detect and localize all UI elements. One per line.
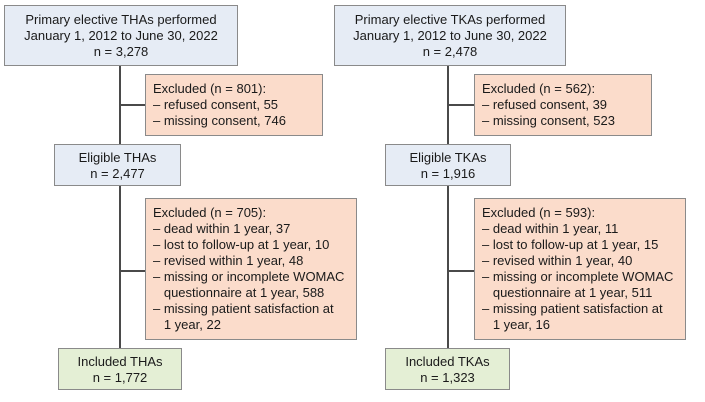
left-excluded-box-1: Excluded (n = 801): – refused consent, 5… bbox=[145, 74, 323, 136]
right-main-connector-2 bbox=[447, 186, 449, 348]
left-excluded1-line-2: – refused consent, 55 bbox=[153, 97, 279, 112]
left-start-line-1: Primary elective THAs performed bbox=[25, 12, 217, 27]
left-excluded2-line-5: – missing or incomplete WOMAC bbox=[153, 269, 345, 284]
right-excluded2-line-2: – dead within 1 year, 11 bbox=[482, 221, 619, 236]
right-excluded-box-2: Excluded (n = 593): – dead within 1 year… bbox=[474, 198, 686, 340]
left-start-line-3: n = 3,278 bbox=[93, 44, 149, 59]
left-excluded2-line-8: 1 year, 22 bbox=[153, 317, 221, 332]
left-eligible-line-1: Eligible THAs bbox=[78, 150, 157, 165]
left-excluded2-line-1: Excluded (n = 705): bbox=[153, 205, 267, 220]
left-excluded2-line-3: – lost to follow-up at 1 year, 10 bbox=[153, 237, 330, 252]
right-excluded2-line-1: Excluded (n = 593): bbox=[482, 205, 596, 220]
right-excluded2-line-7: – missing patient satisfaction at bbox=[482, 301, 663, 316]
right-excluded2-line-8: 1 year, 16 bbox=[482, 317, 550, 332]
right-included-box: Included TKAs n = 1,323 bbox=[385, 348, 510, 390]
right-excluded-box-1: Excluded (n = 562): – refused consent, 3… bbox=[474, 74, 652, 136]
right-excluded1-line-1: Excluded (n = 562): bbox=[482, 81, 596, 96]
left-eligible-box: Eligible THAs n = 2,477 bbox=[54, 144, 181, 186]
left-eligible-line-2: n = 2,477 bbox=[90, 166, 145, 181]
left-included-line-2: n = 1,772 bbox=[92, 370, 148, 385]
right-excluded1-line-3: – missing consent, 523 bbox=[482, 113, 615, 128]
left-excluded2-line-4: – revised within 1 year, 48 bbox=[153, 253, 304, 268]
right-excluded1-line-2: – refused consent, 39 bbox=[482, 97, 608, 112]
right-excluded2-line-4: – revised within 1 year, 40 bbox=[482, 253, 633, 268]
left-excluded-box-2: Excluded (n = 705): – dead within 1 year… bbox=[145, 198, 357, 340]
left-branch-connector-1 bbox=[119, 104, 145, 106]
left-branch-connector-2 bbox=[119, 270, 145, 272]
right-start-box: Primary elective TKAs performed January … bbox=[334, 5, 566, 66]
left-excluded2-line-7: – missing patient satisfaction at bbox=[153, 301, 334, 316]
right-included-line-1: Included TKAs bbox=[405, 354, 490, 369]
right-start-line-1: Primary elective TKAs performed bbox=[354, 12, 546, 27]
right-excluded2-line-6: questionnaire at 1 year, 511 bbox=[482, 285, 653, 300]
left-included-box: Included THAs n = 1,772 bbox=[58, 348, 182, 390]
left-excluded2-line-6: questionnaire at 1 year, 588 bbox=[153, 285, 325, 300]
left-excluded2-line-2: – dead within 1 year, 37 bbox=[153, 221, 291, 236]
right-excluded2-line-5: – missing or incomplete WOMAC bbox=[482, 269, 674, 284]
right-branch-connector-2 bbox=[447, 270, 474, 272]
left-start-box: Primary elective THAs performed January … bbox=[4, 5, 238, 66]
left-excluded1-line-1: Excluded (n = 801): bbox=[153, 81, 267, 96]
right-eligible-box: Eligible TKAs n = 1,916 bbox=[385, 144, 511, 186]
left-included-line-1: Included THAs bbox=[77, 354, 163, 369]
left-main-connector-2 bbox=[119, 186, 121, 348]
left-start-line-2: January 1, 2012 to June 30, 2022 bbox=[24, 28, 218, 43]
right-included-line-2: n = 1,323 bbox=[420, 370, 475, 385]
left-excluded1-line-3: – missing consent, 746 bbox=[153, 113, 286, 128]
right-excluded2-line-3: – lost to follow-up at 1 year, 15 bbox=[482, 237, 659, 252]
right-eligible-line-2: n = 1,916 bbox=[420, 166, 476, 181]
right-start-line-2: January 1, 2012 to June 30, 2022 bbox=[353, 28, 547, 43]
right-branch-connector-1 bbox=[447, 104, 474, 106]
right-eligible-line-1: Eligible TKAs bbox=[409, 150, 487, 165]
right-start-line-3: n = 2,478 bbox=[422, 44, 478, 59]
